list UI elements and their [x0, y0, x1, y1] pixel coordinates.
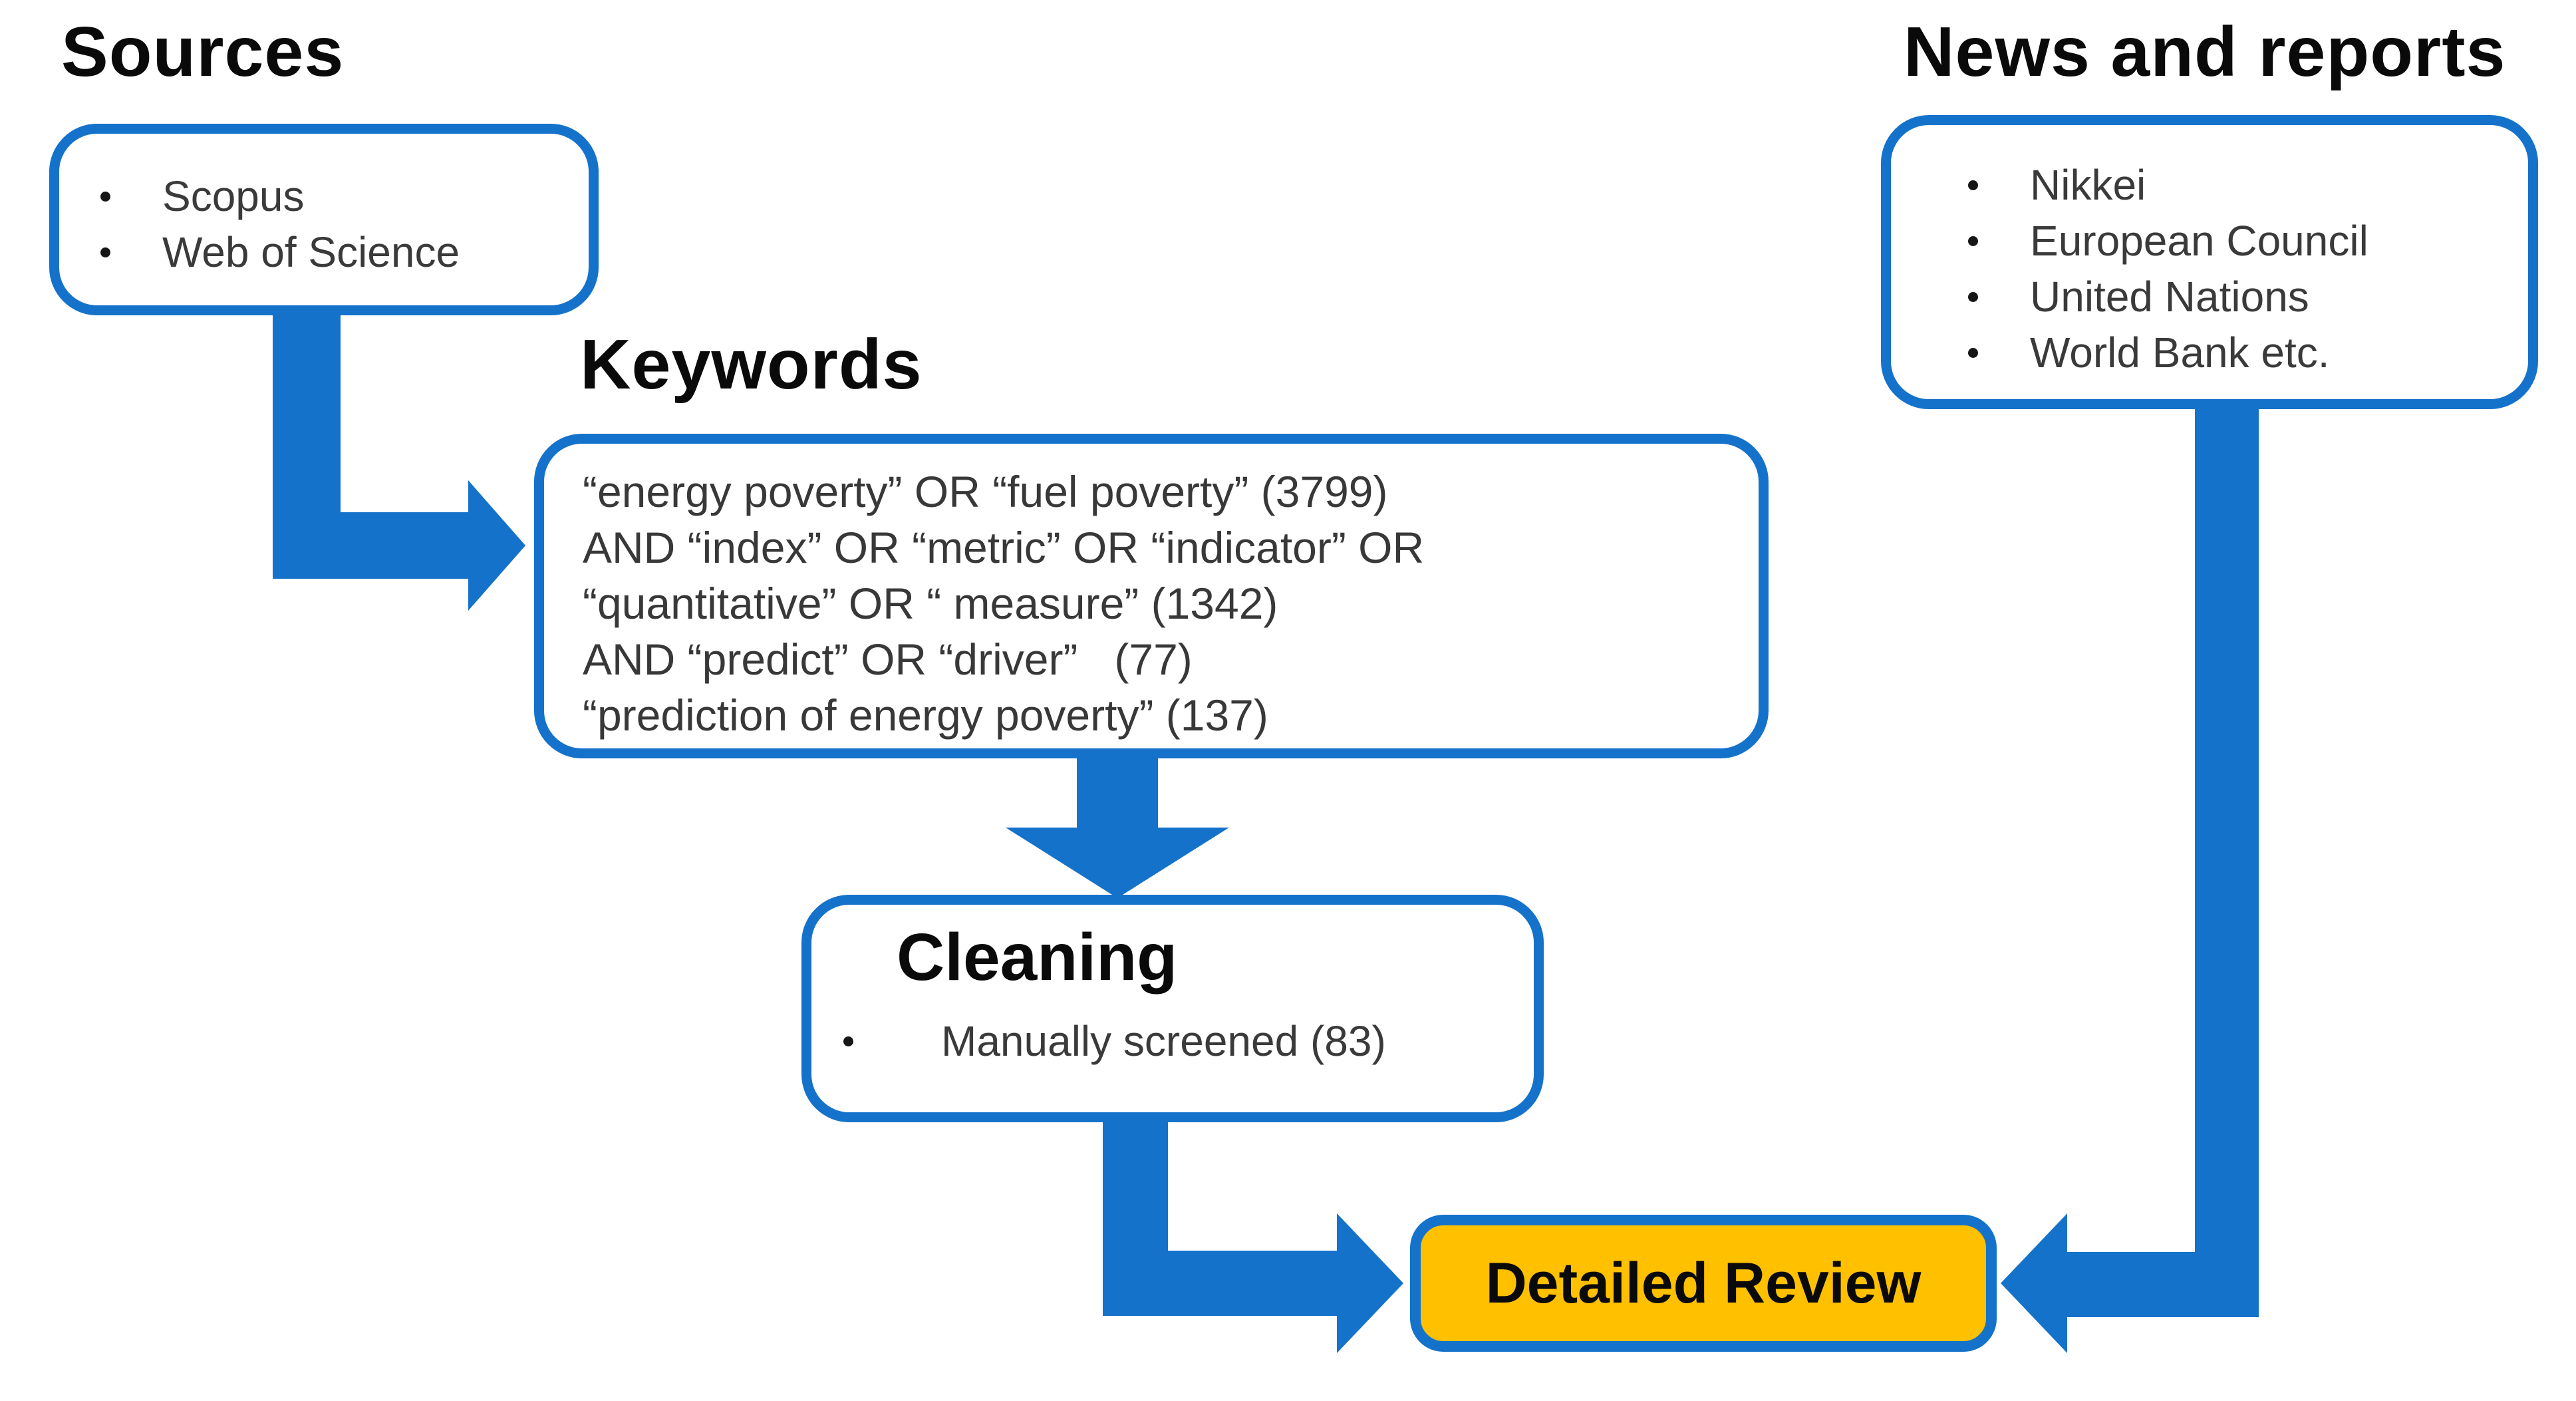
arrow-left-icon — [2001, 1213, 2067, 1353]
list-item: Nikkei — [1968, 157, 2528, 213]
list-item: Manually screened (83) — [843, 1013, 1534, 1069]
cleaning-item-label: Manually screened (83) — [941, 1017, 1386, 1065]
news-item-label: United Nations — [2030, 273, 2309, 321]
list-item: European Council — [1968, 213, 2528, 269]
bullet-icon — [843, 1036, 853, 1046]
keywords-query-line: AND “index” OR “metric” OR “indicator” O… — [583, 523, 1425, 572]
news-box: Nikkei European Council United Nations W… — [1881, 115, 2538, 409]
bullet-icon — [1968, 235, 1978, 246]
news-item-label: World Bank etc. — [2030, 329, 2330, 377]
bullet-icon — [1968, 347, 1978, 358]
detailed-review-box: Detailed Review — [1410, 1215, 1997, 1352]
keywords-query-text: “energy poverty” OR “fuel poverty” (3799… — [544, 444, 1759, 743]
bullet-icon — [100, 191, 110, 202]
arrow-right-icon — [1337, 1213, 1403, 1353]
cleaning-box: Cleaning Manually screened (83) — [801, 895, 1544, 1122]
bullet-icon — [100, 247, 110, 257]
news-title: News and reports — [1904, 13, 2506, 91]
news-item-label: Nikkei — [2030, 161, 2146, 209]
list-item: United Nations — [1968, 269, 2528, 325]
news-item-label: European Council — [2030, 217, 2368, 265]
arrow-sources-to-keywords-arm — [273, 512, 470, 579]
cleaning-title: Cleaning — [897, 920, 1178, 995]
arrow-down-icon — [1006, 828, 1229, 898]
list-item: Scopus — [100, 168, 589, 224]
keywords-query-line: “prediction of energy poverty” (137) — [583, 691, 1268, 740]
detailed-review-label: Detailed Review — [1485, 1251, 1922, 1315]
sources-list: Scopus Web of Science — [59, 134, 589, 280]
arrow-keywords-to-cleaning-stem — [1077, 756, 1158, 830]
keywords-query-line: AND “predict” OR “driver” (77) — [583, 635, 1193, 684]
keywords-title: Keywords — [580, 325, 923, 404]
source-item-label: Web of Science — [162, 228, 460, 276]
list-item: Web of Science — [100, 224, 589, 280]
arrow-news-to-review-arm — [2067, 1252, 2259, 1317]
arrow-cleaning-to-review-arm — [1103, 1251, 1338, 1316]
source-item-label: Scopus — [162, 172, 305, 220]
keywords-query-line: “quantitative” OR “ measure” (1342) — [583, 579, 1278, 628]
keywords-query-line: “energy poverty” OR “fuel poverty” (3799… — [583, 467, 1388, 516]
arrow-news-to-review-stem — [2195, 406, 2259, 1317]
arrow-right-icon — [468, 480, 525, 611]
sources-box: Scopus Web of Science — [49, 124, 599, 315]
bullet-icon — [1968, 291, 1978, 302]
list-item: World Bank etc. — [1968, 325, 2528, 381]
keywords-box: “energy poverty” OR “fuel poverty” (3799… — [534, 434, 1769, 758]
news-list: Nikkei European Council United Nations W… — [1891, 125, 2528, 381]
sources-title: Sources — [61, 13, 345, 91]
bullet-icon — [1968, 180, 1978, 190]
